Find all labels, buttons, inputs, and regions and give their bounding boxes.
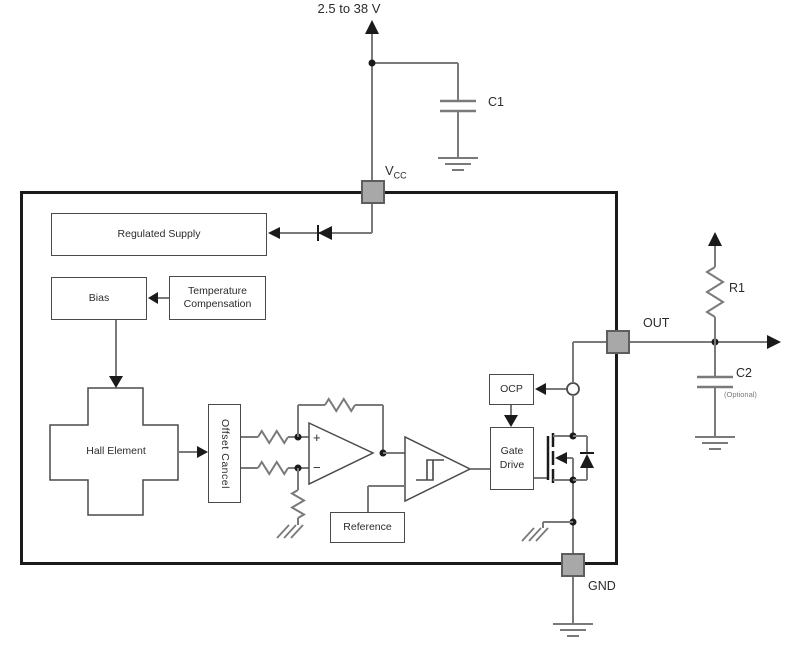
block-label: Bias — [88, 291, 110, 304]
minus-input-ground-leg — [290, 468, 306, 525]
block-label: Reference — [343, 520, 392, 533]
out-pin — [606, 330, 630, 354]
gnd-tap-wire — [542, 521, 573, 528]
supply-voltage-label: 2.5 to 38 V — [317, 1, 381, 16]
c2-label: C2 — [736, 366, 752, 380]
output-rail — [572, 341, 607, 554]
block-reference: Reference — [330, 512, 405, 543]
arrow-into-bias-icon — [148, 292, 158, 304]
arrow-into-offset-cancel-icon — [197, 446, 208, 458]
r1-leg — [705, 246, 725, 342]
block-label: OCP — [500, 382, 523, 395]
vcc-feed-wire — [278, 204, 373, 234]
resistor-icon — [705, 266, 725, 318]
gnd-label: GND — [588, 579, 616, 593]
block-label: Offset Cancel — [219, 418, 232, 489]
mosfet-body-arrow-icon — [555, 452, 567, 464]
gnd-earth-icon — [553, 623, 593, 637]
body-diode-wire — [573, 435, 588, 481]
junction-dot — [368, 59, 376, 67]
supply-up-arrow-icon — [365, 20, 379, 34]
arrow-into-ocp-icon — [535, 383, 546, 395]
block-ocp: OCP — [489, 374, 534, 405]
chassis-ground-icon — [276, 524, 304, 539]
chip-boundary — [20, 191, 618, 565]
c1-label: C1 — [488, 95, 504, 109]
resistor-icon — [290, 489, 306, 519]
opamp-triangle — [308, 421, 375, 486]
r1-label: R1 — [729, 281, 745, 295]
arrow-into-gate-drive-icon — [504, 415, 518, 427]
arrow-into-regulated-supply-icon — [268, 227, 280, 239]
mosfet-icon — [546, 433, 555, 483]
current-sense-icon — [566, 382, 580, 396]
c1-ground-icon — [438, 157, 478, 171]
body-diode-icon — [580, 452, 594, 468]
vcc-pin — [361, 180, 385, 204]
block-temperature-compensation: Temperature Compensation — [169, 276, 266, 320]
hall-element-cross — [49, 387, 179, 516]
resistor-icon — [257, 429, 289, 445]
block-gate-drive: Gate Drive — [490, 427, 534, 490]
block-bias: Bias — [51, 277, 147, 320]
block-label: Gate Drive — [499, 445, 525, 471]
chassis-ground-icon — [521, 527, 549, 542]
block-offset-cancel: Offset Cancel — [208, 404, 241, 503]
feedback-network — [297, 397, 384, 453]
vcc-label: VCC — [385, 163, 407, 181]
c2-ground-icon — [695, 436, 735, 450]
out-label: OUT — [643, 316, 670, 330]
gnd-pin — [561, 553, 585, 577]
resistor-icon — [324, 397, 356, 413]
hall-element-label: Hall Element — [86, 445, 146, 457]
c2-leg — [697, 342, 733, 437]
block-label: Temperature Compensation — [183, 284, 252, 310]
supply-wire — [371, 34, 459, 180]
reference-wire — [367, 485, 405, 512]
out-arrow-icon — [767, 335, 781, 349]
schmitt-triangle — [404, 435, 472, 503]
resistor-icon — [257, 460, 289, 476]
c1-capacitor-icon — [440, 99, 476, 113]
c2-optional-note: (Optional) — [724, 390, 757, 399]
opamp-plus-label: + — [313, 430, 321, 445]
block-label: Regulated Supply — [117, 227, 201, 240]
arrow-into-hall-icon — [109, 376, 123, 388]
opamp-minus-label: − — [313, 460, 321, 475]
diode-icon — [317, 225, 332, 241]
r1-up-arrow-icon — [708, 232, 722, 246]
hysteresis-icon — [416, 459, 444, 481]
block-regulated-supply: Regulated Supply — [51, 213, 267, 256]
